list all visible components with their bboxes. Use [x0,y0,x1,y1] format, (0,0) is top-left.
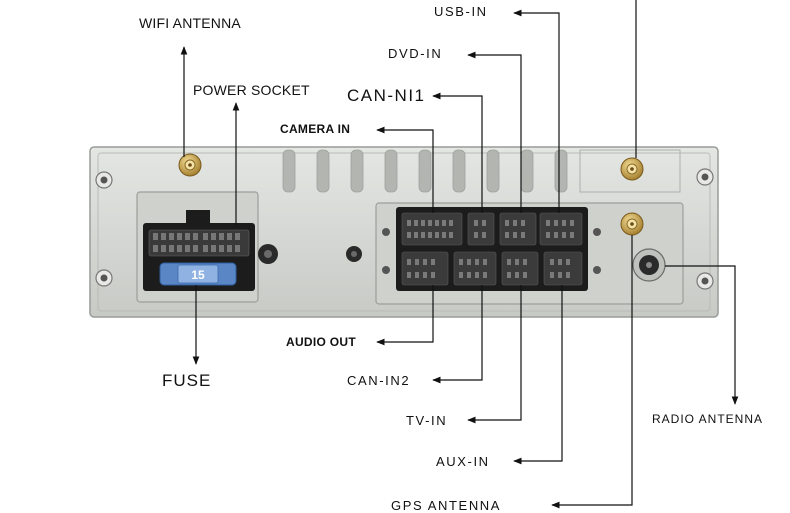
label-aux-in: AUX-IN [436,454,490,469]
antenna-connector [620,157,644,181]
label-usb-in: USB-IN [434,4,488,19]
label-can-ni1: CAN-NI1 [347,86,426,105]
leader-lines [180,0,739,509]
label-gps-antenna: GPS ANTENNA [391,498,502,513]
fuse: 15 [159,262,237,286]
fuse-value: 15 [191,268,205,282]
connector-block [396,207,588,291]
label-radio-antenna: RADIO ANTENNA [652,412,764,426]
label-can-in2: CAN-IN2 [347,373,411,388]
gps-antenna-connector [620,212,644,236]
wifi-antenna-connector [178,153,202,177]
screw-icon [95,168,714,290]
vent-slots [282,149,568,193]
label-power-socket: POWER SOCKET [193,82,310,98]
label-audio-out: AUDIO OUT [286,335,357,349]
label-tv-in: TV-IN [406,413,448,428]
ground-post-icon [258,244,362,264]
label-camera-in: CAMERA IN [280,122,351,136]
label-dvd-in: DVD-IN [388,46,443,61]
label-fuse: FUSE [162,371,212,390]
radio-antenna-socket [632,248,666,282]
label-wifi-antenna: WIFI ANTENNA [139,15,241,31]
